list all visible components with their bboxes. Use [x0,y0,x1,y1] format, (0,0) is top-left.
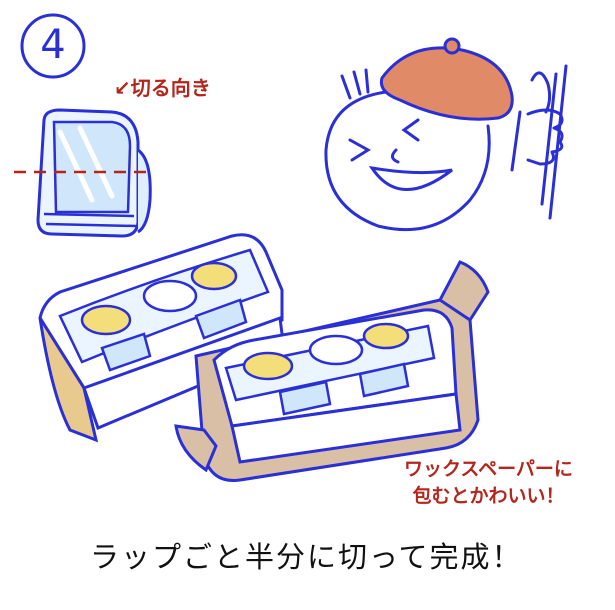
cut-direction-label: ↙切る向き [114,76,211,100]
face-with-beret-icon [324,37,514,232]
wrap-note-line2: 包むとかわいい！ [412,485,565,507]
thumbs-up-icon [510,64,568,220]
wrap-note-line1: ワックスペーパーに [404,458,573,480]
step-number: 4 [40,22,66,68]
wrap-note: ワックスペーパーに 包むとかわいい！ [404,456,573,510]
sandwich-whole-icon [14,108,152,238]
step-circle [20,13,86,79]
wrapped-sandwich-icon [174,260,490,482]
caption: ラップごと半分に切って完成！ [90,540,523,574]
sandwich-half-icon [38,233,286,443]
